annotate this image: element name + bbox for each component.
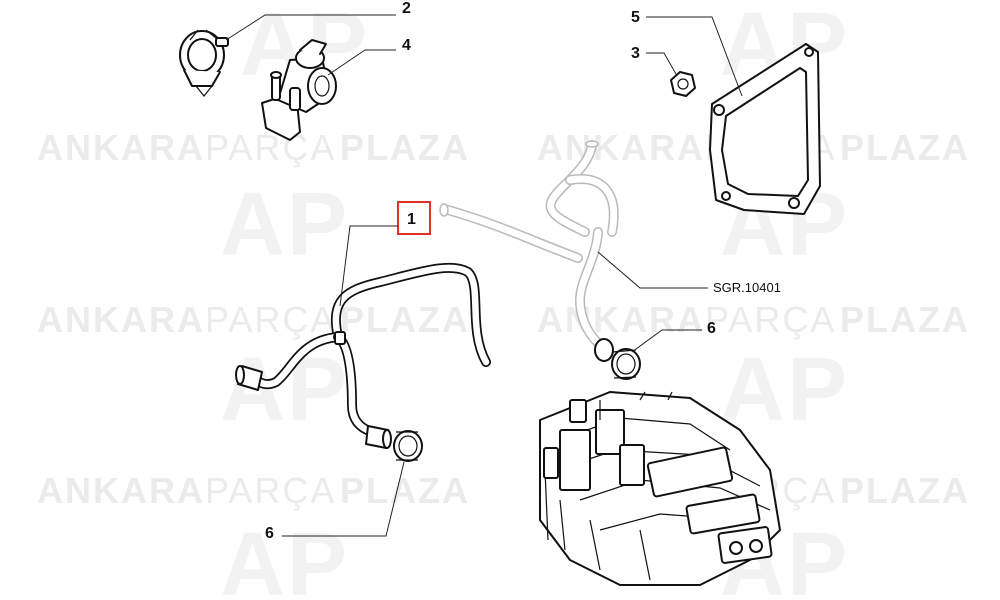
callout-1[interactable]: 1 bbox=[339, 201, 431, 307]
callout-2-label: 2 bbox=[402, 0, 411, 17]
reference-leader bbox=[597, 251, 708, 289]
part-2-clip bbox=[179, 29, 229, 97]
svg-text:PARÇA: PARÇA bbox=[705, 299, 836, 340]
callout-6-upper-label: 6 bbox=[707, 320, 716, 337]
callout-5[interactable]: 5 bbox=[631, 9, 743, 97]
callout-4-label: 4 bbox=[402, 37, 411, 54]
callout-5-label: 5 bbox=[631, 9, 640, 26]
part-6-clip-lower bbox=[393, 430, 423, 462]
svg-text:PLAZA: PLAZA bbox=[840, 299, 970, 340]
svg-text:PARÇA: PARÇA bbox=[205, 299, 336, 340]
part-4-housing bbox=[261, 39, 337, 141]
svg-text:AP: AP bbox=[220, 175, 349, 275]
callout-6-lower-leader bbox=[282, 461, 405, 537]
reference-callout[interactable]: SGR.10401 bbox=[597, 251, 781, 295]
callout-4-leader bbox=[327, 49, 396, 76]
svg-text:ANKARA: ANKARA bbox=[37, 299, 205, 340]
svg-text:PLAZA: PLAZA bbox=[340, 470, 470, 511]
callout-3[interactable]: 3 bbox=[631, 45, 677, 75]
callout-1-label: 1 bbox=[407, 211, 416, 228]
ghost-hose-assembly bbox=[439, 140, 619, 353]
svg-text:ANKARA: ANKARA bbox=[37, 127, 205, 168]
callout-1-highlight-box bbox=[397, 201, 431, 235]
svg-text:PLAZA: PLAZA bbox=[340, 127, 470, 168]
callout-6-upper[interactable]: 6 bbox=[631, 320, 716, 353]
callout-2-leader bbox=[225, 14, 396, 41]
callout-6-lower[interactable]: 6 bbox=[265, 461, 405, 542]
svg-text:PLAZA: PLAZA bbox=[840, 470, 970, 511]
svg-text:PLAZA: PLAZA bbox=[840, 127, 970, 168]
part-3-nut bbox=[670, 71, 696, 97]
svg-text:PARÇA: PARÇA bbox=[205, 127, 336, 168]
callout-1-leader bbox=[339, 225, 398, 307]
svg-text:PLAZA: PLAZA bbox=[340, 299, 470, 340]
reference-label: SGR.10401 bbox=[713, 280, 781, 295]
watermark-layer: AP AP AP AP AP AP AP AP ANKARA PARÇA PLA… bbox=[37, 0, 970, 600]
svg-text:PARÇA: PARÇA bbox=[205, 470, 336, 511]
svg-text:AP: AP bbox=[220, 515, 349, 600]
svg-text:ANKARA: ANKARA bbox=[537, 127, 705, 168]
part-5-gasket bbox=[709, 43, 821, 215]
callout-6-upper-leader bbox=[631, 329, 702, 353]
part-6-clip-upper bbox=[594, 338, 641, 380]
svg-text:AP: AP bbox=[720, 340, 849, 440]
callout-3-label: 3 bbox=[631, 45, 640, 62]
part-1-hose bbox=[235, 262, 491, 449]
svg-text:AP: AP bbox=[220, 340, 349, 440]
callout-6-lower-label: 6 bbox=[265, 525, 274, 542]
svg-text:ANKARA: ANKARA bbox=[37, 470, 205, 511]
heater-unit-assembly bbox=[539, 391, 781, 586]
callout-3-leader bbox=[646, 52, 677, 75]
callout-5-leader bbox=[646, 16, 743, 97]
svg-text:ANKARA: ANKARA bbox=[537, 299, 705, 340]
callout-2[interactable]: 2 bbox=[225, 0, 411, 41]
callout-4[interactable]: 4 bbox=[327, 37, 411, 76]
